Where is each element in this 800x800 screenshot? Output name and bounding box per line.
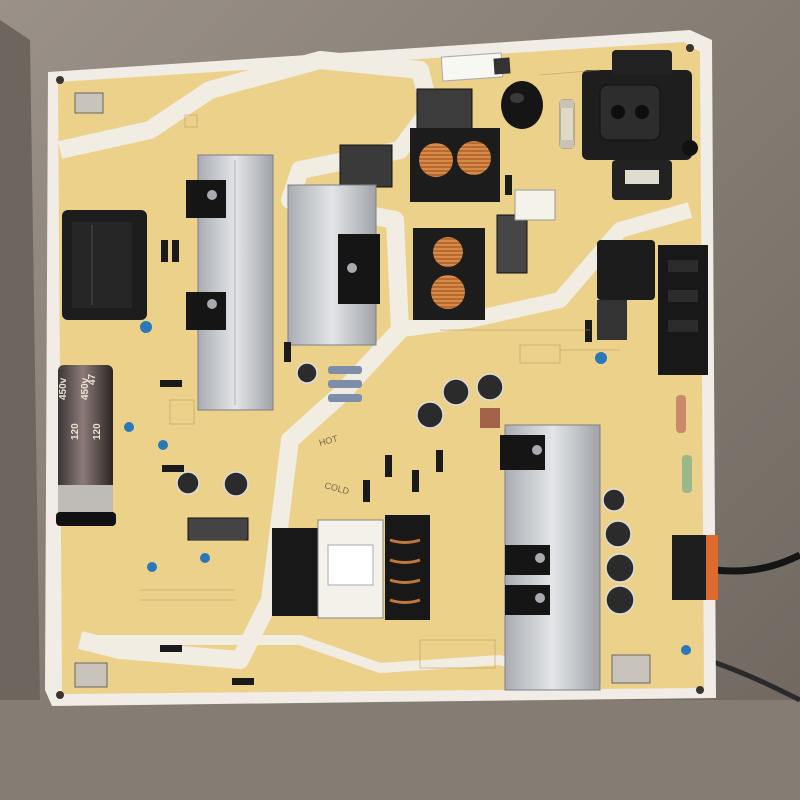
clip-bottom-right xyxy=(611,654,651,684)
silkscreen-marks xyxy=(140,69,620,669)
cardboard-left xyxy=(0,20,40,720)
fuse xyxy=(559,99,575,149)
qr-sticker xyxy=(440,52,504,82)
common-mode-choke-2 xyxy=(413,228,485,320)
header-connector xyxy=(658,245,708,375)
bulk-capacitor: 450v 450v 120 120 47 xyxy=(56,365,116,526)
hot-label: HOT xyxy=(318,433,339,448)
main-transformer xyxy=(272,515,430,620)
mosfet-5 xyxy=(505,545,550,575)
cable xyxy=(714,551,800,575)
cardboard-bottom xyxy=(0,700,800,800)
common-mode-choke-1 xyxy=(410,128,500,202)
mosfet-2 xyxy=(186,292,226,330)
clip-top-left xyxy=(74,92,104,114)
relay xyxy=(597,240,655,300)
output-connector xyxy=(672,535,718,600)
standby-transformer xyxy=(62,210,147,320)
cap-unit-label: 47 xyxy=(87,373,98,385)
ceramic-capacitors xyxy=(124,321,691,655)
electrolytic-capacitors xyxy=(176,362,635,615)
x-capacitor-2 xyxy=(339,144,393,188)
cap-temp-label-1: 120 xyxy=(70,423,81,440)
clip-bottom-left xyxy=(74,662,108,688)
small-ic xyxy=(190,522,245,540)
diodes xyxy=(160,175,592,685)
mounting-holes xyxy=(56,44,704,699)
mosfet-1 xyxy=(186,180,226,218)
small-box-cap xyxy=(514,189,556,221)
cap-temp-label-2: 120 xyxy=(92,423,103,440)
isolation-gap-2 xyxy=(393,202,693,338)
varistor xyxy=(501,81,543,129)
mosfet-4 xyxy=(500,435,545,470)
mosfet-3 xyxy=(338,234,380,304)
x-capacitor-3 xyxy=(496,214,528,274)
cap-voltage-label-2: 450v xyxy=(80,377,91,400)
x-capacitor-1 xyxy=(416,88,473,130)
cap-voltage-label-1: 450v xyxy=(58,377,69,400)
ac-inlet-connector xyxy=(582,50,698,200)
mosfet-6 xyxy=(505,585,550,615)
resistors xyxy=(328,366,692,493)
qr-code xyxy=(493,57,511,75)
relay-base xyxy=(597,300,627,340)
